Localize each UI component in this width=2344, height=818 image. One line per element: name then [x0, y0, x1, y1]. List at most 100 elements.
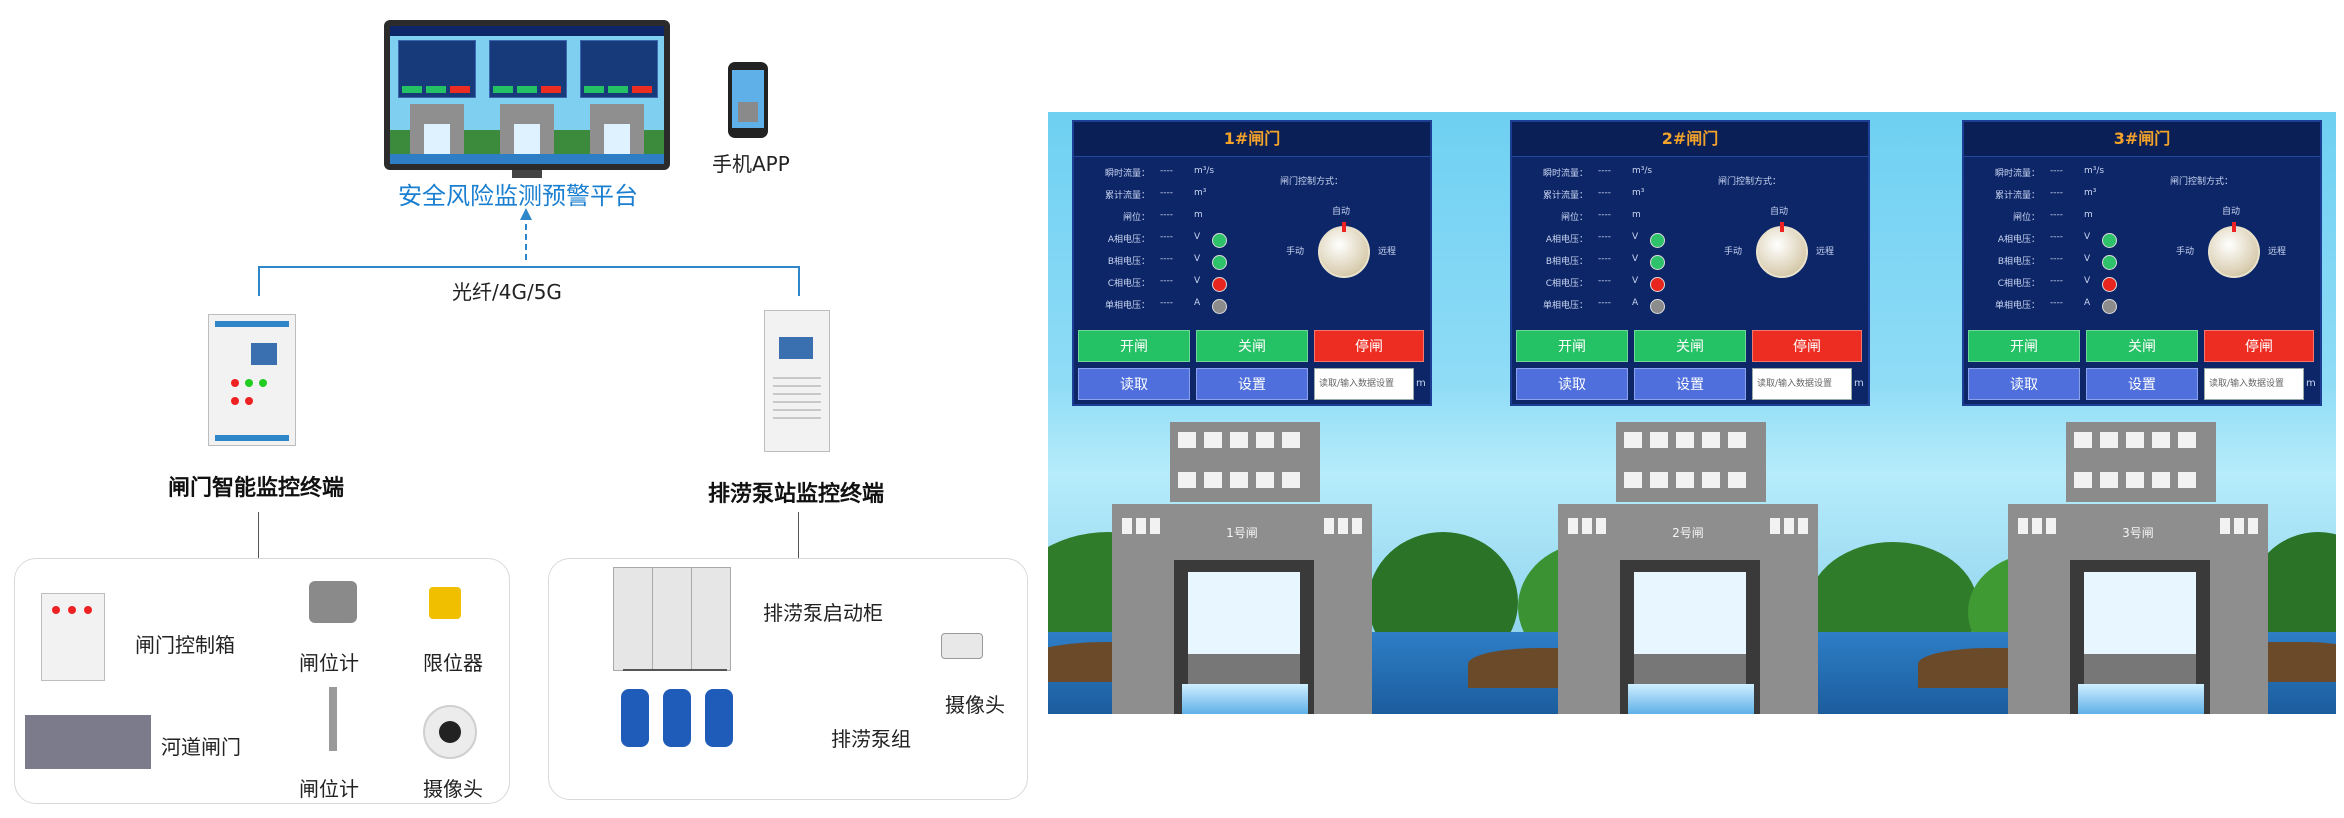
mode-selector-knob[interactable] — [2208, 226, 2260, 278]
metric-unit: V — [2084, 232, 2091, 242]
status-led-icon — [2102, 255, 2117, 270]
setpoint-unit: m — [1854, 378, 1864, 389]
gate-panel-title: 3#闸门 — [1964, 122, 2320, 157]
gate-name-label: 1号闸 — [1226, 526, 1258, 540]
pump-icon-2 — [663, 689, 691, 747]
knob-auto-label: 自动 — [1770, 207, 1789, 217]
metric-label: 瞬时流量： — [1104, 169, 1150, 179]
set-button[interactable]: 设置 — [2086, 368, 2198, 400]
metric-label: 单相电压： — [1994, 301, 2040, 311]
status-led-icon — [1212, 299, 1227, 314]
device-pump-starter-cabinet: 排涝泵启动柜 — [763, 601, 883, 625]
metric-label: 瞬时流量： — [1542, 169, 1588, 179]
stop-gate-button[interactable]: 停闸 — [1314, 330, 1424, 362]
metric-unit: V — [2084, 276, 2091, 286]
metric-label: 闸位： — [1122, 213, 1150, 223]
network-bus — [258, 266, 800, 268]
setpoint-input[interactable]: 读取/输入数据设置 — [2204, 368, 2304, 400]
metric-value: ---- — [1160, 166, 1173, 176]
metric-unit: m³ — [1632, 188, 1645, 198]
bus-drop-right — [798, 266, 800, 296]
metric-value: ---- — [1598, 232, 1611, 242]
setpoint-unit: m — [1416, 378, 1426, 389]
metric-value: ---- — [1598, 276, 1611, 286]
set-button[interactable]: 设置 — [1634, 368, 1746, 400]
close-gate-button[interactable]: 关闸 — [2086, 330, 2198, 362]
device-pump-camera: 摄像头 — [945, 693, 1005, 717]
close-gate-button[interactable]: 关闸 — [1634, 330, 1746, 362]
metric-label: 瞬时流量： — [1994, 169, 2040, 179]
status-led-icon — [2102, 277, 2117, 292]
metric-label: B相电压： — [1107, 257, 1150, 267]
bus-drop-left — [258, 266, 260, 296]
metric-value: ---- — [2050, 166, 2063, 176]
gate-control-hmi: 1#闸门 瞬时流量：----m³/s 累计流量：----m³ 闸位：----m … — [1048, 112, 2336, 714]
pump-icon-1 — [621, 689, 649, 747]
gate-window — [1188, 572, 1300, 654]
metric-unit: V — [1632, 276, 1639, 286]
uplink-arrow-icon — [518, 208, 534, 264]
metric-unit: A — [1632, 298, 1639, 308]
open-gate-button[interactable]: 开闸 — [1968, 330, 2080, 362]
network-label: 光纤/4G/5G — [452, 280, 562, 304]
read-button[interactable]: 读取 — [1968, 368, 2080, 400]
close-gate-button[interactable]: 关闸 — [1196, 330, 1308, 362]
metric-unit: V — [2084, 254, 2091, 264]
metric-unit: A — [1194, 298, 1201, 308]
gate-panel-title: 1#闸门 — [1074, 122, 1430, 157]
metric-label: B相电压： — [1997, 257, 2040, 267]
status-led-icon — [1650, 233, 1665, 248]
set-button[interactable]: 设置 — [1196, 368, 1308, 400]
status-led-icon — [1650, 299, 1665, 314]
control-mode-label: 闸门控制方式： — [2170, 177, 2234, 187]
metric-value: ---- — [1598, 210, 1611, 220]
mode-selector-knob[interactable] — [1318, 226, 1370, 278]
metric-value: ---- — [2050, 232, 2063, 242]
monitor-stand — [512, 170, 542, 178]
knob-manual-label: 手动 — [1286, 247, 1305, 257]
stop-gate-button[interactable]: 停闸 — [1752, 330, 1862, 362]
open-gate-button[interactable]: 开闸 — [1078, 330, 1190, 362]
metric-label: B相电压： — [1545, 257, 1588, 267]
mode-selector-knob[interactable] — [1756, 226, 1808, 278]
read-button[interactable]: 读取 — [1078, 368, 1190, 400]
metric-unit: A — [2084, 298, 2091, 308]
device-gate-control-box: 闸门控制箱 — [135, 633, 235, 657]
metric-unit: m³/s — [1194, 166, 1215, 176]
metric-label: C相电压： — [1545, 279, 1588, 289]
metric-label: 累计流量： — [1542, 191, 1588, 201]
gate-leaf — [2084, 654, 2196, 688]
metric-label: C相电压： — [1997, 279, 2040, 289]
setpoint-input[interactable]: 读取/输入数据设置 — [1314, 368, 1414, 400]
status-led-icon — [1212, 255, 1227, 270]
metric-value: ---- — [1160, 232, 1173, 242]
device-gate-position-meter-2: 闸位计 — [299, 777, 359, 801]
gate-terminal-cabinet — [208, 314, 296, 446]
metric-value: ---- — [2050, 276, 2063, 286]
stop-gate-button[interactable]: 停闸 — [2204, 330, 2314, 362]
metric-unit: m³/s — [2084, 166, 2105, 176]
metric-value: ---- — [1598, 166, 1611, 176]
metric-unit: m — [2084, 210, 2093, 220]
status-led-icon — [1212, 233, 1227, 248]
device-limit-switch: 限位器 — [423, 651, 483, 675]
read-button[interactable]: 读取 — [1516, 368, 1628, 400]
gate-panel-title: 2#闸门 — [1512, 122, 1868, 157]
control-mode-label: 闸门控制方式： — [1718, 177, 1782, 187]
gate-panel-3: 3#闸门 瞬时流量：----m³/s 累计流量：----m³ 闸位：----m … — [1962, 120, 2322, 406]
phone-icon — [728, 62, 768, 138]
setpoint-unit: m — [2306, 378, 2316, 389]
setpoint-input[interactable]: 读取/输入数据设置 — [1752, 368, 1852, 400]
dome-camera-icon — [423, 705, 477, 759]
platform-screen — [390, 26, 664, 164]
status-led-icon — [2102, 299, 2117, 314]
metric-label: 单相电压： — [1542, 301, 1588, 311]
platform-title: 安全风险监测预警平台 — [398, 182, 638, 210]
pump-terminal-title: 排涝泵站监控终端 — [708, 482, 885, 507]
metric-value: ---- — [1160, 254, 1173, 264]
open-gate-button[interactable]: 开闸 — [1516, 330, 1628, 362]
knob-auto-label: 自动 — [1332, 207, 1351, 217]
knob-indicator-icon — [2232, 222, 2236, 232]
knob-manual-label: 手动 — [1724, 247, 1743, 257]
metric-value: ---- — [1160, 188, 1173, 198]
